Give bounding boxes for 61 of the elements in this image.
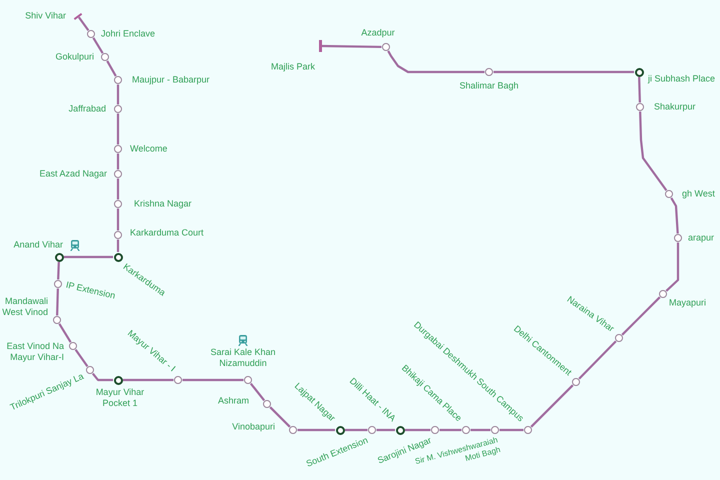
metro-line — [345, 428, 368, 432]
metro-line — [387, 50, 484, 74]
station-label: Anand Vihar — [14, 240, 63, 250]
station-label: Shakurpur — [654, 102, 696, 112]
metro-line — [530, 384, 574, 428]
metro-line — [666, 242, 680, 292]
station-label: Shiv Vihar — [25, 10, 66, 22]
metro-line — [116, 154, 120, 170]
metro-line — [64, 256, 113, 258]
metro-line — [106, 60, 117, 77]
station-label: Mandawali West Vinod — [1, 296, 48, 318]
metro-line — [638, 76, 641, 103]
station-label: Sarai Kale Khan Nizamuddin — [209, 347, 277, 369]
metro-line — [298, 428, 335, 432]
station-label: Gokulpuri — [55, 52, 94, 62]
station-label: Majlis Park — [271, 62, 315, 72]
station-label: ji Subhash Place — [648, 74, 716, 84]
metro-line — [123, 378, 174, 382]
station-label: arapur — [688, 232, 714, 244]
station-label: East Azad Nagar — [39, 168, 107, 180]
metro-line — [92, 37, 104, 54]
metro-line — [57, 262, 60, 280]
metro-line — [269, 406, 291, 428]
metro-line — [405, 428, 430, 432]
station-label: Azadpur — [361, 28, 395, 38]
station-label: East Vinod Na Mayur Vihar-I — [6, 341, 64, 363]
station-label: Mayur Vihar Pocket 1 — [94, 387, 146, 409]
metro-line — [494, 70, 634, 74]
metro-line — [470, 428, 490, 432]
metro-line — [578, 340, 617, 380]
metro-line — [116, 208, 120, 230]
metro-line — [621, 296, 661, 336]
metro-line — [58, 323, 72, 343]
station-label: Vinobapuri — [232, 422, 275, 432]
metro-line — [116, 240, 120, 252]
metro-line — [116, 178, 120, 200]
metro-line — [376, 428, 395, 432]
metro-line — [500, 428, 524, 432]
station-label: Krishna Nagar — [134, 198, 192, 210]
metro-line — [56, 288, 59, 316]
metro-line — [670, 197, 679, 234]
station-label: Johri Enclave — [101, 28, 156, 40]
metro-line — [440, 428, 462, 432]
metro-line — [639, 111, 668, 191]
station-label: Shalimar Bagh — [459, 80, 519, 92]
metro-line — [74, 349, 88, 367]
station-label: Karkarduma Court — [130, 228, 204, 238]
metro-line — [92, 372, 113, 382]
station-label: Maujpur - Babarpur — [132, 74, 210, 86]
metro-line — [250, 382, 266, 402]
metro-line — [182, 378, 244, 382]
station-label: Welcome — [130, 144, 168, 154]
station-label: Mayapuri — [669, 298, 706, 308]
station-label: gh West — [682, 188, 715, 200]
station-label: Jaffrabad — [68, 104, 106, 114]
station-label: Ashram — [218, 396, 249, 406]
station-label: IP Extension — [64, 280, 116, 302]
metro-line — [116, 84, 120, 104]
metro-line — [116, 114, 120, 144]
metro-line — [78, 16, 90, 31]
metro-line — [321, 44, 382, 48]
